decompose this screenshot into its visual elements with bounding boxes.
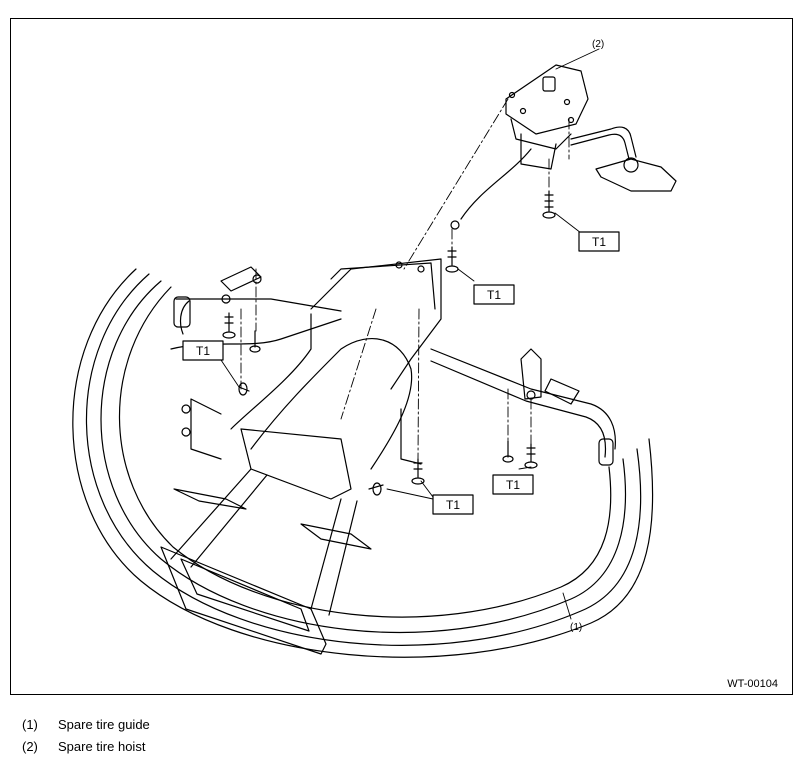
torque-label: T1 (196, 344, 210, 358)
torque-box-left (182, 340, 224, 361)
alignment-lines (240, 98, 570, 460)
spare-tire-hoist (450, 64, 677, 230)
legend-text: Spare tire hoist (58, 738, 146, 754)
diagram-illustration: T1 T1 T1 T1 T1 (2) (1) (72, 39, 677, 658)
torque-box-hoist-bolt (578, 231, 620, 252)
callout-guide: (1) (570, 622, 582, 633)
torque-label: T1 (506, 478, 520, 492)
legend-item: (1) Spare tire guide (22, 713, 150, 735)
torque-label: T1 (592, 235, 606, 249)
legend-number: (2) (22, 738, 38, 754)
leader-lines (218, 48, 600, 620)
legend-text: Spare tire guide (58, 716, 150, 732)
callout-hoist: (2) (592, 39, 604, 50)
torque-label: T1 (446, 498, 460, 512)
torque-labels (182, 231, 620, 515)
legend-item: (2) Spare tire hoist (22, 735, 150, 757)
figure-code: WT-00104 (727, 678, 778, 690)
torque-box-center (432, 494, 474, 515)
torque-box-right (492, 474, 534, 495)
torque-label: T1 (487, 288, 501, 302)
spare-tire-guide (72, 258, 654, 658)
torque-box-upper (473, 284, 515, 305)
figure-frame: T1 T1 T1 T1 T1 (2) (1) WT-00104 (10, 18, 793, 695)
legend: (1) Spare tire guide (2) Spare tire hois… (22, 713, 150, 757)
legend-number: (1) (22, 716, 38, 732)
mounting-bolts (222, 190, 556, 496)
